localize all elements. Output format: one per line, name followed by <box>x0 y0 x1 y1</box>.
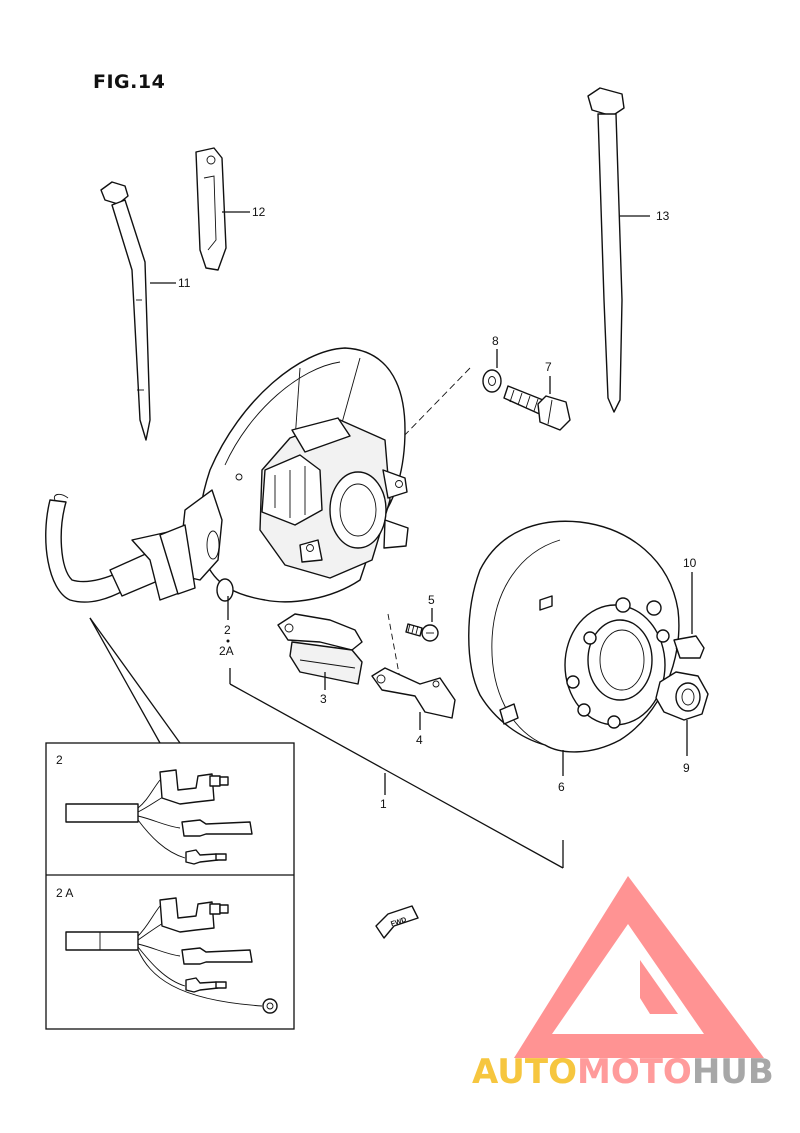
part-12-clamp <box>195 147 227 271</box>
callout-7: 7 <box>545 360 552 374</box>
part-9-nut <box>655 671 709 721</box>
callout-11: 11 <box>178 276 191 290</box>
part-10-key <box>673 635 705 659</box>
inset-2-label: 2 <box>56 753 63 767</box>
callout-13: 13 <box>656 209 670 223</box>
assembly-bracket-1 <box>229 668 564 869</box>
callout-1: 1 <box>380 797 387 811</box>
part-8-washer <box>482 369 502 393</box>
part-6-flywheel-rotor <box>468 520 680 753</box>
part-11-cable-tie <box>100 181 151 441</box>
part-3-pickup-coil <box>277 613 363 685</box>
callout-9: 9 <box>683 761 690 775</box>
stator-plate <box>177 347 409 603</box>
fwd-arrow-icon: FWD <box>375 905 419 939</box>
lead-wire <box>45 493 196 603</box>
callout-dot <box>226 639 230 643</box>
part-7-bolt <box>503 385 571 431</box>
callout-2a: 2A <box>219 644 234 658</box>
callout-4: 4 <box>416 733 423 747</box>
callout-3: 3 <box>320 692 327 706</box>
part-4-bracket <box>371 667 456 719</box>
watermark-text: AUTOMOTOHUB <box>472 1052 774 1092</box>
callout-5: 5 <box>428 593 435 607</box>
triangle-emblem-icon <box>514 876 764 1058</box>
inset-2a-harness <box>65 897 278 1014</box>
inset-2a-label: 2 A <box>56 886 73 900</box>
callout-12: 12 <box>252 205 266 219</box>
part-5-screw <box>405 623 439 642</box>
inset-2-harness <box>65 769 253 865</box>
callout-8: 8 <box>492 334 499 348</box>
fwd-label: FWD <box>390 917 407 929</box>
inset-lead-wire-detail <box>45 742 295 1030</box>
callout-10: 10 <box>683 556 697 570</box>
callout-6: 6 <box>558 780 565 794</box>
figure-title: FIG.14 <box>93 71 165 93</box>
automotohub-watermark: AUTOMOTOHUB <box>472 876 774 1092</box>
callout-2: 2 <box>224 623 231 637</box>
part-13-cable-tie <box>587 87 625 413</box>
